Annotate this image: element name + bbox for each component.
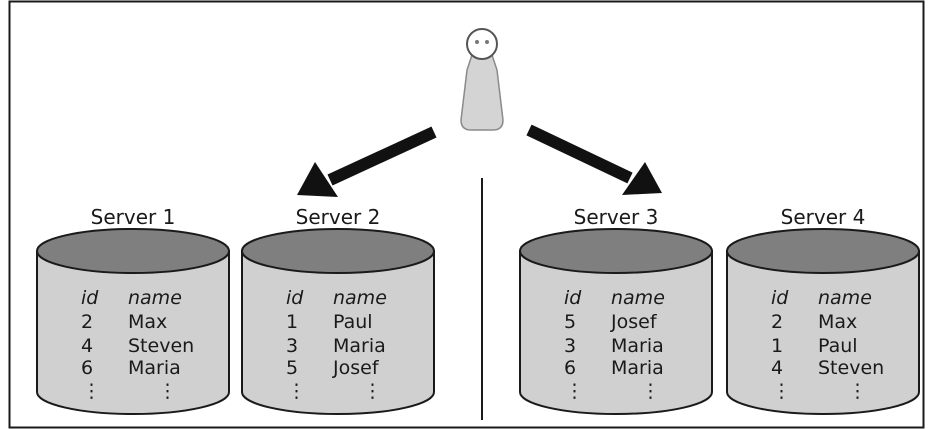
cell-name: Maria [333, 335, 386, 357]
cell-name: Maria [611, 335, 664, 357]
more-rows-name: ⋮ [363, 380, 382, 402]
more-rows-name: ⋮ [848, 380, 867, 402]
cell-id: 3 [286, 335, 298, 357]
arrow-left-shaft [327, 126, 437, 186]
arrow-right-shaft [526, 124, 633, 184]
user-body [460, 51, 504, 131]
column-header-name: name [128, 287, 182, 309]
more-rows-name: ⋮ [158, 380, 177, 402]
arrow-left-head [297, 162, 338, 197]
column-header-name: name [333, 287, 387, 309]
cylinder-body [519, 250, 713, 415]
server-label: Server 4 [781, 205, 866, 229]
cell-name: Steven [818, 357, 884, 379]
cell-id: 1 [286, 311, 298, 333]
cell-name: Maria [611, 357, 664, 379]
column-header-name: name [818, 287, 872, 309]
server-label: Server 3 [574, 205, 659, 229]
cell-id: 2 [81, 311, 93, 333]
cylinder-top [519, 228, 713, 274]
user-eye-left [475, 40, 479, 44]
server-label: Server 2 [296, 205, 381, 229]
cell-name: Max [818, 311, 857, 333]
cell-id: 6 [81, 357, 93, 379]
column-header-id: id [564, 287, 582, 309]
cell-name: Paul [818, 335, 858, 357]
cylinder-body [241, 250, 435, 415]
cylinder-top [36, 228, 230, 274]
more-rows-id: ⋮ [565, 380, 584, 402]
cell-name: Steven [128, 335, 194, 357]
cell-name: Maria [128, 357, 181, 379]
cell-id: 3 [564, 335, 576, 357]
column-header-id: id [81, 287, 99, 309]
cylinder-body [36, 250, 230, 415]
cell-id: 6 [564, 357, 576, 379]
user-eye-right [485, 40, 489, 44]
cell-name: Paul [333, 311, 373, 333]
cell-name: Josef [332, 357, 380, 379]
cylinder-body [726, 250, 920, 415]
cell-id: 4 [771, 357, 783, 379]
cell-id: 4 [81, 335, 93, 357]
cylinder-top [241, 228, 435, 274]
arrow-to-left-group [297, 126, 437, 197]
column-header-name: name [611, 287, 665, 309]
more-rows-id: ⋮ [287, 380, 306, 402]
user-figure-icon [460, 28, 504, 131]
arrow-right-head [622, 162, 662, 195]
cell-name: Josef [610, 311, 658, 333]
cell-id: 5 [286, 357, 298, 379]
server-label: Server 1 [91, 205, 176, 229]
column-header-id: id [286, 287, 304, 309]
cell-name: Max [128, 311, 167, 333]
more-rows-name: ⋮ [641, 380, 660, 402]
cylinder-top [726, 228, 920, 274]
cell-id: 1 [771, 335, 783, 357]
more-rows-id: ⋮ [772, 380, 791, 402]
column-header-id: id [771, 287, 789, 309]
arrow-to-right-group [526, 124, 662, 195]
cell-id: 5 [564, 311, 576, 333]
more-rows-id: ⋮ [82, 380, 101, 402]
user-head [466, 28, 498, 60]
cell-id: 2 [771, 311, 783, 333]
